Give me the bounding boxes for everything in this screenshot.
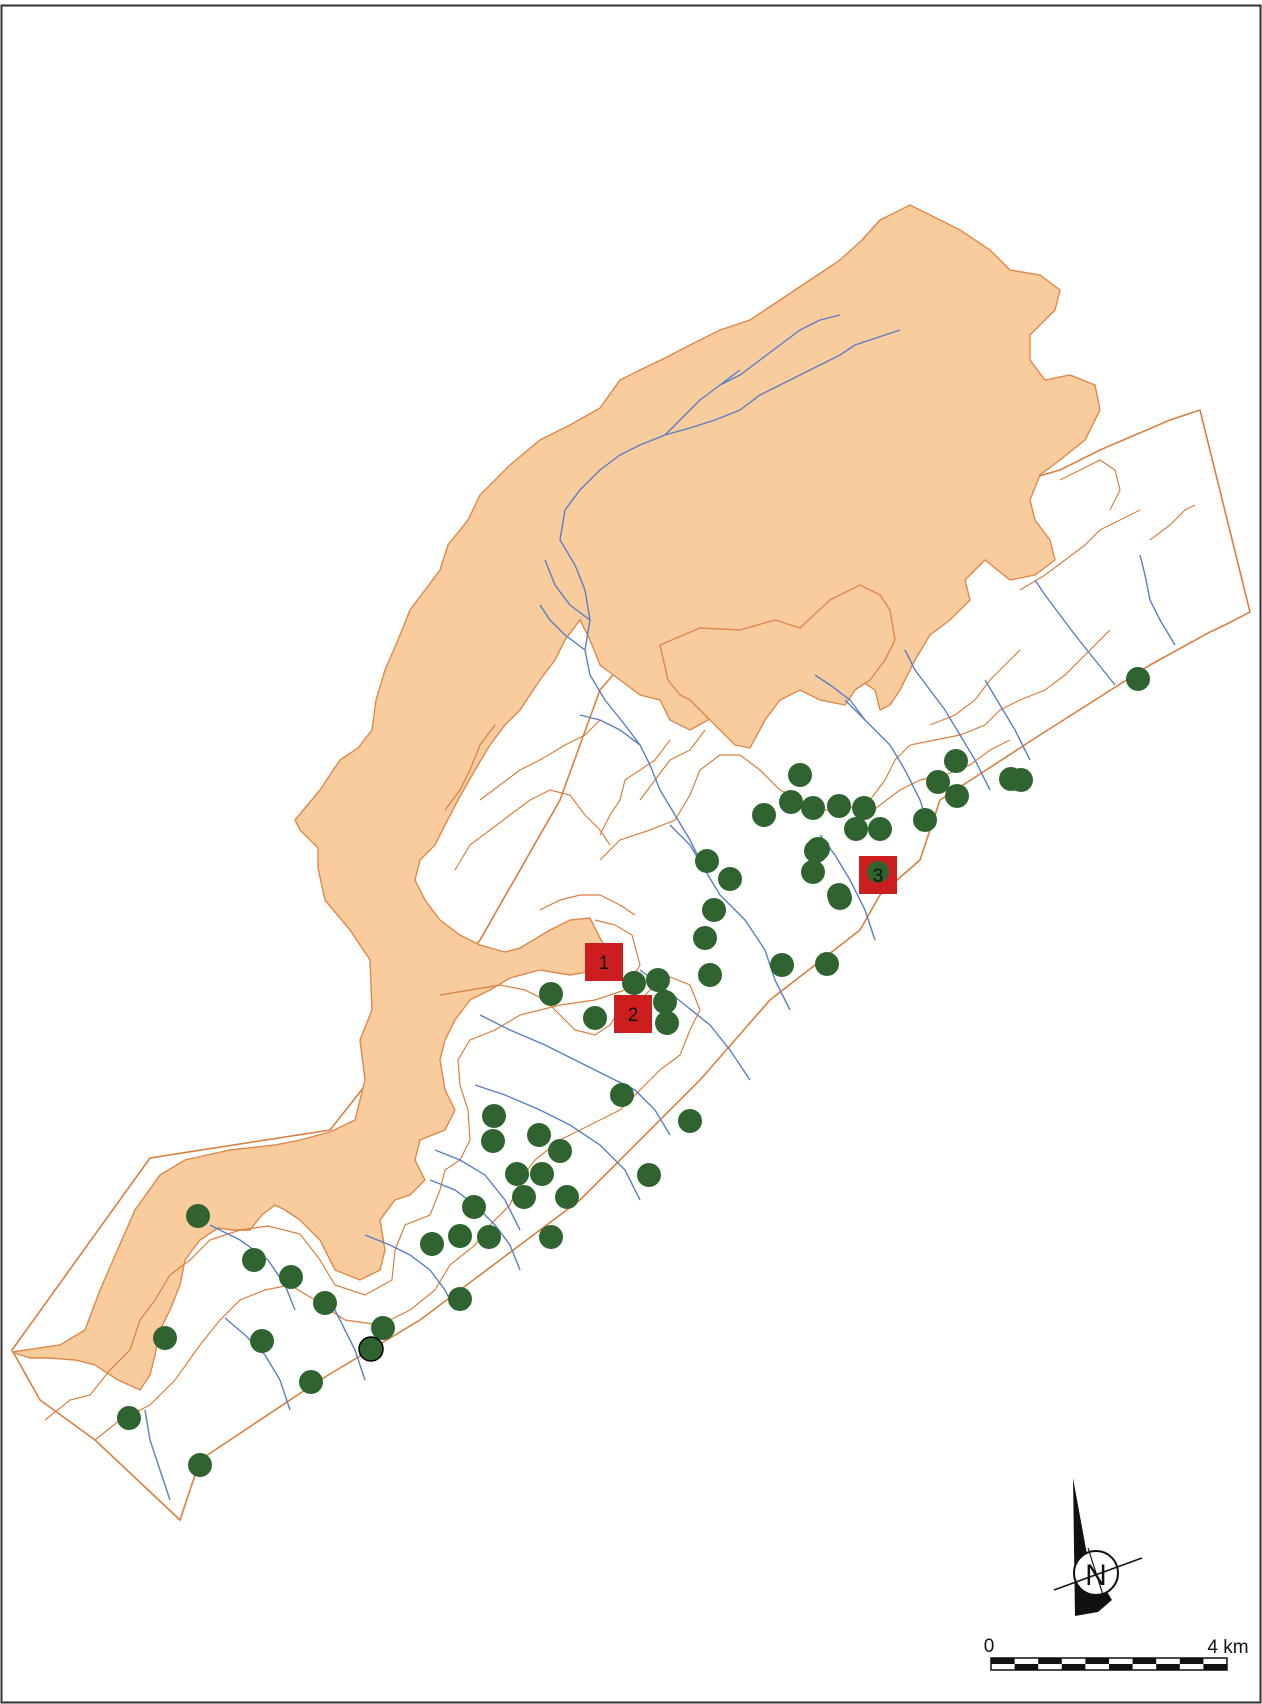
scale-end-label: 4 km: [1207, 1637, 1248, 1658]
site-dot: [153, 1326, 177, 1350]
site-dot: [512, 1185, 536, 1209]
site-dot: [653, 990, 677, 1014]
site-marker-label: 1: [599, 953, 610, 974]
site-dot: [481, 1129, 505, 1153]
scale-start-label: 0: [984, 1636, 995, 1657]
site-dot: [610, 1083, 634, 1107]
site-dots: [117, 667, 1150, 1477]
site-dot: [482, 1104, 506, 1128]
site-dot: [186, 1204, 210, 1228]
site-dot: [583, 1006, 607, 1030]
site-dot: [637, 1163, 661, 1187]
site-dot: [801, 796, 825, 820]
site-dot: [622, 971, 646, 995]
site-dot: [555, 1185, 579, 1209]
site-dot: [646, 968, 670, 992]
site-dot: [420, 1232, 444, 1256]
site-dot: [1126, 667, 1150, 691]
map-border: [0, 4, 1262, 1704]
site-dot: [827, 883, 851, 907]
site-dot: [779, 790, 803, 814]
site-dot: [695, 849, 719, 873]
site-dot: [844, 817, 868, 841]
scale-bar-segment: [1038, 1658, 1062, 1664]
site-marker-label: 3: [873, 866, 884, 887]
site-dot: [770, 953, 794, 977]
scale-bar-segment: [1085, 1658, 1109, 1664]
site-dot: [678, 1109, 702, 1133]
site-dot: [299, 1370, 323, 1394]
site-dot: [718, 867, 742, 891]
rivers: [144, 314, 1176, 1501]
scale-bar-outline: [990, 1657, 1228, 1671]
site-dot: [250, 1329, 274, 1353]
contour-lines: [44, 459, 1196, 1441]
site-dot: [752, 803, 776, 827]
site-dot: [788, 763, 812, 787]
scale-bar-segment: [1203, 1664, 1227, 1670]
compass-north-label: N: [1085, 1559, 1107, 1592]
site-dot: [702, 898, 726, 922]
plateau-island: [659, 584, 896, 749]
scale-bar-segment: [1179, 1658, 1204, 1664]
site-marker-label: 2: [628, 1005, 639, 1026]
site-dot: [448, 1224, 472, 1248]
site-dot: [806, 837, 830, 861]
site-dot: [815, 952, 839, 976]
scale-bar-segment: [1132, 1658, 1157, 1664]
site-dot: [188, 1453, 212, 1477]
scale-bar-segment: [1014, 1664, 1039, 1670]
site-dot: [448, 1287, 472, 1311]
site-dot: [926, 770, 950, 794]
site-dot: [945, 784, 969, 808]
site-dot: [913, 808, 937, 832]
site-dot: [548, 1139, 572, 1163]
site-marker-2: 2: [614, 995, 652, 1033]
site-dot: [868, 817, 892, 841]
site-markers: 1 2 3: [585, 856, 897, 1033]
scale-bar: 0 4 km: [984, 1636, 1249, 1671]
site-dot: [698, 963, 722, 987]
site-dot: [999, 767, 1023, 791]
site-dot: [505, 1162, 529, 1186]
site-dot: [477, 1225, 501, 1249]
site-dot: [279, 1265, 303, 1289]
site-dot: [313, 1291, 337, 1315]
site-dot: [852, 796, 876, 820]
site-dot: [371, 1316, 395, 1340]
site-dot: [462, 1195, 486, 1219]
site-dot: [539, 982, 563, 1006]
site-marker-1: 1: [585, 943, 623, 981]
site-marker-3: 3: [859, 856, 897, 894]
site-dot: [693, 926, 717, 950]
site-dot: [944, 749, 968, 773]
scale-bar-segment: [1109, 1664, 1133, 1670]
site-dot: [530, 1162, 554, 1186]
site-dot: [801, 860, 825, 884]
scale-bar-segment: [1061, 1664, 1086, 1670]
scale-bar-segment: [991, 1658, 1015, 1664]
site-dot: [655, 1011, 679, 1035]
site-dot: [527, 1123, 551, 1147]
scale-bar-segment: [1156, 1664, 1180, 1670]
site-dot: [358, 1336, 384, 1362]
site-dot: [242, 1248, 266, 1272]
compass: N: [1053, 1478, 1143, 1616]
site-dot: [539, 1225, 563, 1249]
site-dot: [827, 794, 851, 818]
site-dot: [117, 1406, 141, 1430]
